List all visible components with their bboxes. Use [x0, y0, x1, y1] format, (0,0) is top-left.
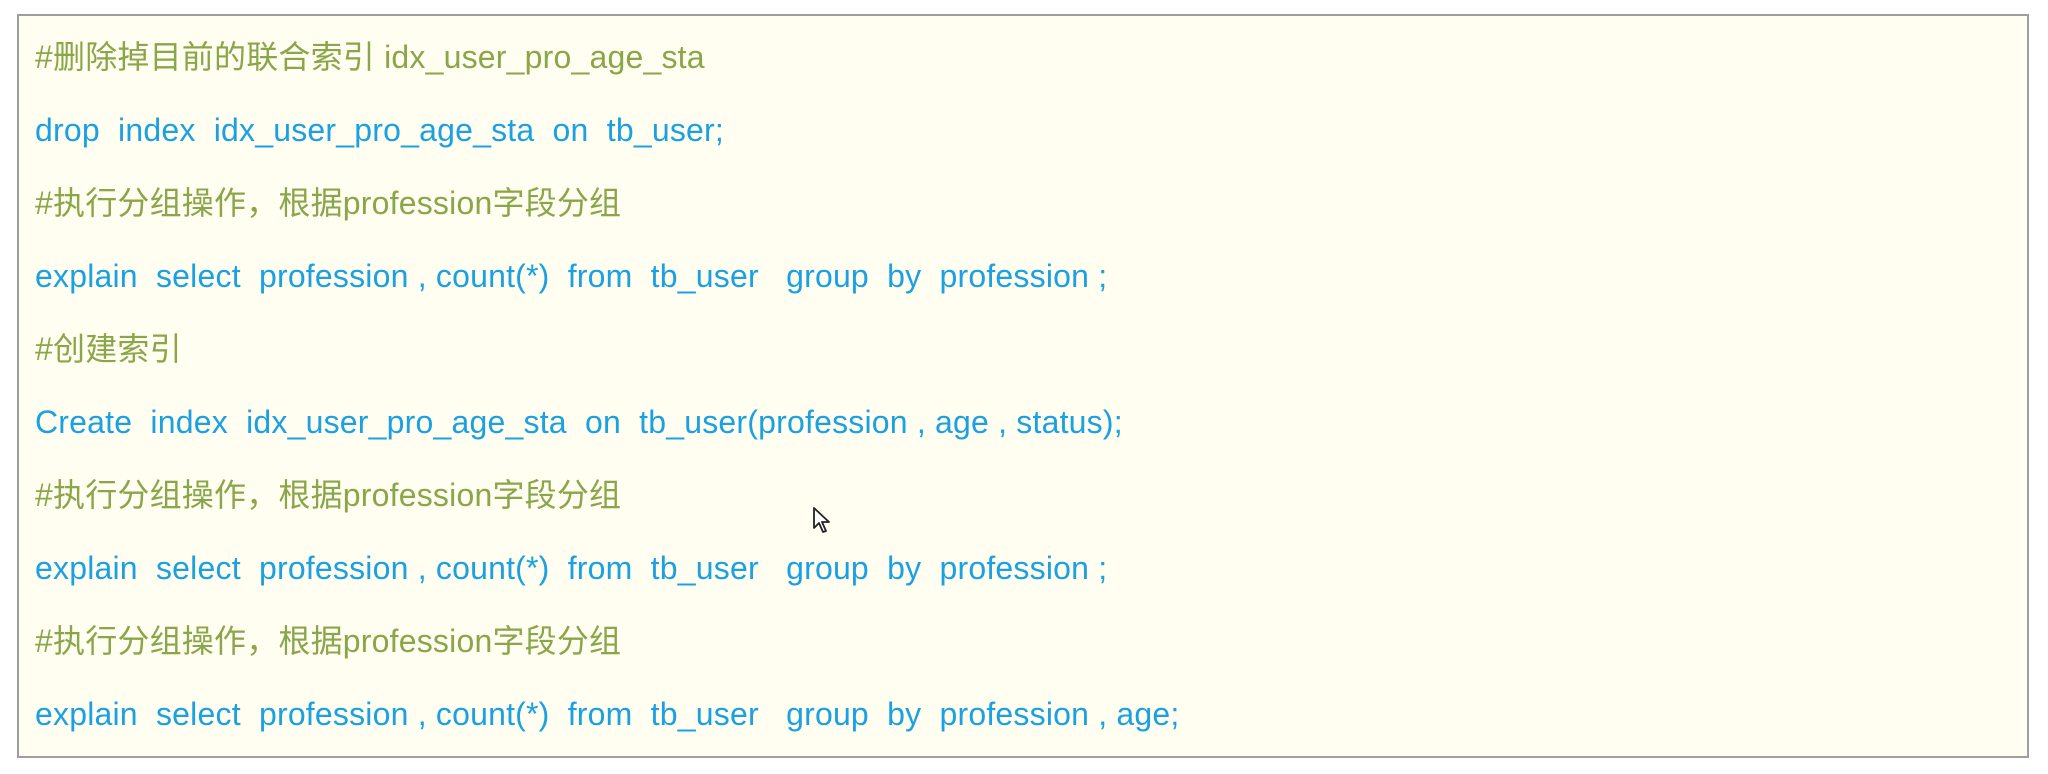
code-block: #删除掉目前的联合索引 idx_user_pro_age_sta drop in… [17, 14, 2029, 758]
sql-explain-group-by-profession-age: explain select profession , count(*) fro… [35, 696, 1180, 732]
comment-create-index: #创建索引 [35, 331, 182, 367]
comment-group-by-profession-third: #执行分组操作，根据profession字段分组 [35, 623, 622, 659]
sql-create-index: Create index idx_user_pro_age_sta on tb_… [35, 404, 1123, 440]
sql-drop-index: drop index idx_user_pro_age_sta on tb_us… [35, 112, 724, 148]
comment-group-by-profession-second: #执行分组操作，根据profession字段分组 [35, 477, 622, 513]
comment-drop-index: #删除掉目前的联合索引 idx_user_pro_age_sta [35, 39, 705, 75]
sql-explain-group-by-profession: explain select profession , count(*) fro… [35, 258, 1108, 294]
mouse-pointer-icon [813, 507, 830, 533]
sql-explain-group-by-profession-second: explain select profession , count(*) fro… [35, 550, 1108, 586]
comment-group-by-profession: #执行分组操作，根据profession字段分组 [35, 185, 622, 221]
